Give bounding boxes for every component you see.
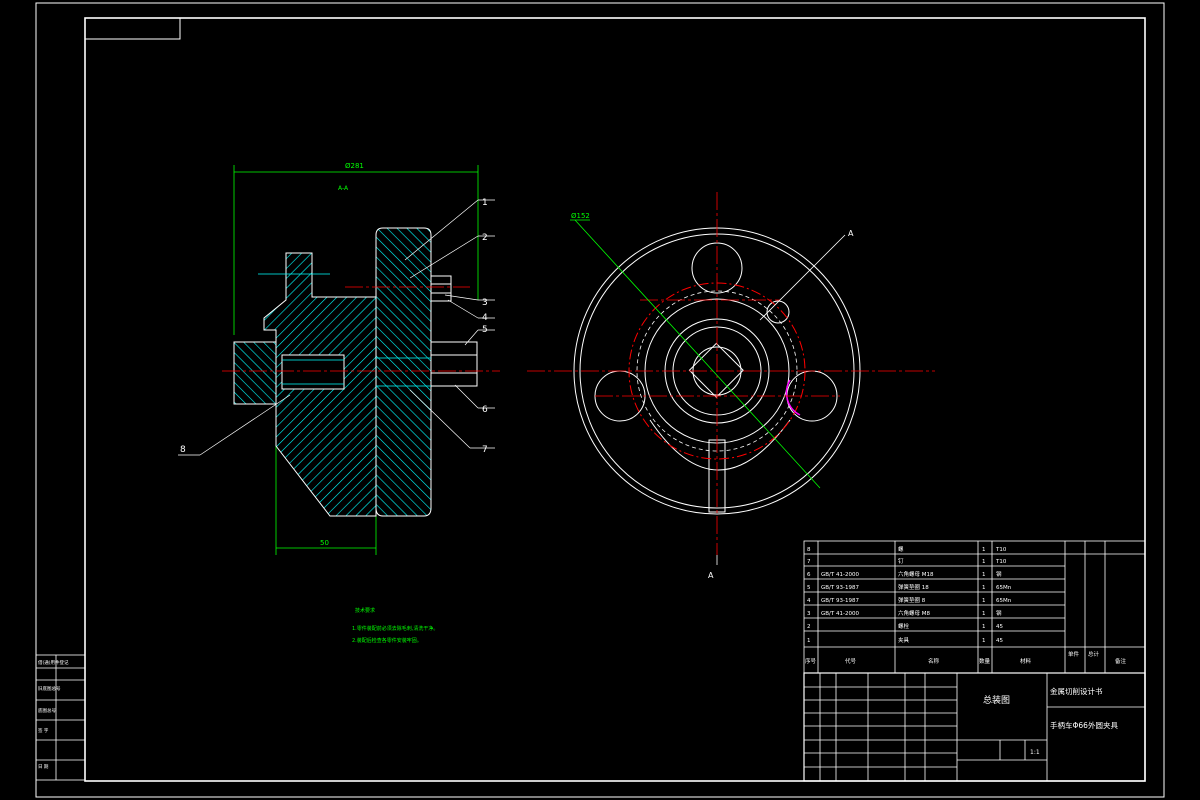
bom-qty: 1 — [982, 624, 986, 630]
bom-no: 6 — [807, 572, 811, 578]
bom-mat: 钢 — [996, 609, 1002, 617]
bom-qty: 1 — [982, 585, 986, 591]
callout-3: 3 — [482, 298, 488, 308]
title-block — [803, 672, 1146, 782]
bom-rows: 8 螺 1 T10 7 钉 1 T10 6 GB/T 41-2000 六角螺母 … — [805, 545, 1127, 665]
bom-mat: T10 — [995, 559, 1007, 565]
bom-name: 弹簧垫圈 18 — [898, 583, 929, 591]
bom-name: 六角螺母 M18 — [898, 570, 934, 578]
strip-label-3: 签 字 — [38, 727, 49, 734]
bill-of-materials — [803, 540, 1146, 674]
technical-notes: 技术要求 1.零件装配前必须去除毛刺,清洗干净。 2.装配后检查各零件安装牢固。 — [352, 607, 438, 644]
bom-no: 1 — [807, 638, 811, 644]
drawing-frame — [35, 2, 1165, 798]
callout-6: 6 — [482, 405, 488, 415]
callout-4: 4 — [482, 313, 488, 323]
bom-qty: 1 — [982, 572, 986, 578]
bom-header-code: 代号 — [845, 657, 857, 665]
bom-code: GB/T 93-1987 — [821, 598, 859, 604]
callout-1: 1 — [482, 198, 488, 208]
bom-no: 5 — [807, 585, 811, 591]
bom-qty: 1 — [982, 598, 986, 604]
bom-mat: 钢 — [996, 570, 1002, 578]
notes-title: 技术要求 — [355, 607, 375, 614]
bom-name: 钉 — [898, 557, 904, 565]
bom-header-weight: 单件 — [1068, 650, 1080, 658]
bom-name: 夹具 — [898, 636, 910, 644]
scale-value: 1:1 — [1030, 749, 1040, 756]
drawing-name: 总装图 — [983, 694, 1010, 706]
bom-header-mat: 材料 — [1020, 657, 1032, 665]
cut-label-top: A — [848, 229, 854, 238]
bom-header-total: 总计 — [1088, 650, 1100, 658]
section-label: A-A — [338, 185, 349, 192]
strip-label-1: 旧底图总号 — [38, 685, 61, 692]
strip-label-4: 日 期 — [38, 764, 49, 770]
callout-7: 7 — [482, 445, 488, 455]
part-title: 手柄车Φ66外圆夹具 — [1050, 720, 1118, 730]
bom-no: 7 — [807, 559, 811, 565]
school-name: 金属切削设计书 — [1050, 686, 1103, 696]
strip-label-0: 借(通)用件登记 — [38, 659, 69, 666]
bom-code: GB/T 93-1987 — [821, 585, 859, 591]
bom-code: GB/T 41-2000 — [821, 611, 859, 617]
callout-8: 8 — [180, 445, 186, 455]
bom-header-qty: 数量 — [979, 657, 991, 665]
bom-code: GB/T 41-2000 — [821, 572, 859, 578]
bom-mat: 65Mn — [996, 598, 1012, 604]
cut-label-bottom: A — [708, 571, 714, 580]
bom-qty: 1 — [982, 611, 986, 617]
notes-line-0: 1.零件装配前必须去除毛刺,清洗干净。 — [352, 625, 438, 632]
dim-diameter-152: Ø152 — [571, 212, 590, 220]
bom-header-note: 备注 — [1115, 657, 1127, 665]
bom-no: 8 — [807, 547, 811, 553]
bom-no: 3 — [807, 611, 811, 617]
bom-name: 六角螺母 M8 — [898, 609, 930, 617]
dim-length-50: 50 — [320, 539, 329, 547]
bom-name: 螺 — [898, 545, 904, 553]
callout-2: 2 — [482, 233, 488, 243]
bom-name: 弹簧垫圈 8 — [898, 596, 926, 604]
bom-mat: T10 — [995, 547, 1007, 553]
notes-line-1: 2.装配后检查各零件安装牢固。 — [352, 637, 422, 644]
bom-qty: 1 — [982, 638, 986, 644]
bom-no: 2 — [807, 624, 811, 630]
left-registration-strip: 借(通)用件登记 旧底图总号 底图总号 签 字 日 期 — [35, 654, 86, 781]
strip-label-2: 底图总号 — [38, 707, 56, 714]
bom-header-name: 名称 — [928, 657, 940, 665]
side-section-view: Ø281 A-A 50 — [178, 162, 500, 555]
bom-name: 螺栓 — [898, 622, 910, 630]
callout-5: 5 — [482, 325, 488, 335]
bom-qty: 1 — [982, 559, 986, 565]
bom-mat: 45 — [996, 624, 1003, 630]
bom-mat: 65Mn — [996, 585, 1012, 591]
bom-qty: 1 — [982, 547, 986, 553]
bom-header-no: 序号 — [805, 657, 817, 665]
bom-no: 4 — [807, 598, 811, 604]
front-view: Ø152 A A — [527, 192, 935, 580]
dim-diameter-281: Ø281 — [345, 162, 364, 170]
bom-mat: 45 — [996, 638, 1003, 644]
